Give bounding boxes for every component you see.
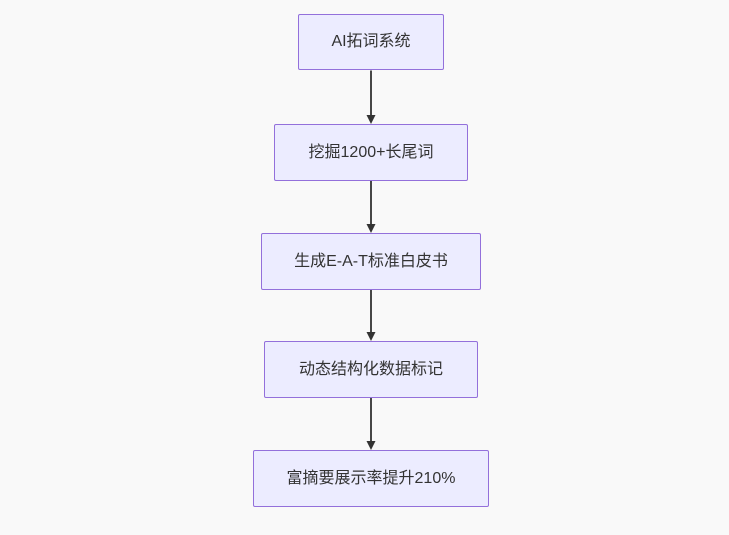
flow-node-label: 生成E-A-T标准白皮书 (294, 252, 448, 270)
flow-arrow-3-head-icon (366, 332, 376, 341)
flow-arrow-3 (366, 290, 376, 341)
flow-arrow-4-head-icon (366, 441, 376, 450)
flow-node-label: 富摘要展示率提升210% (286, 469, 456, 487)
flow-node-eat-whitepaper: 生成E-A-T标准白皮书 (261, 233, 481, 290)
flow-node-label: 动态结构化数据标记 (298, 360, 443, 378)
flow-arrow-1-head-icon (366, 115, 376, 124)
flow-node-rich-snippet-rate: 富摘要展示率提升210% (253, 450, 489, 507)
flow-node-structured-data-markup: 动态结构化数据标记 (264, 341, 478, 398)
flow-node-label: AI拓词系统 (331, 33, 411, 51)
flow-arrow-4 (366, 398, 376, 450)
flow-arrow-2 (366, 181, 376, 233)
flow-node-longtail-mining: 挖掘1200+长尾词 (274, 124, 468, 181)
flow-arrow-2-head-icon (366, 224, 376, 233)
flow-node-label: 挖掘1200+长尾词 (308, 143, 434, 161)
flow-arrow-1 (366, 70, 376, 124)
flow-node-ai-word-expansion: AI拓词系统 (298, 14, 444, 70)
